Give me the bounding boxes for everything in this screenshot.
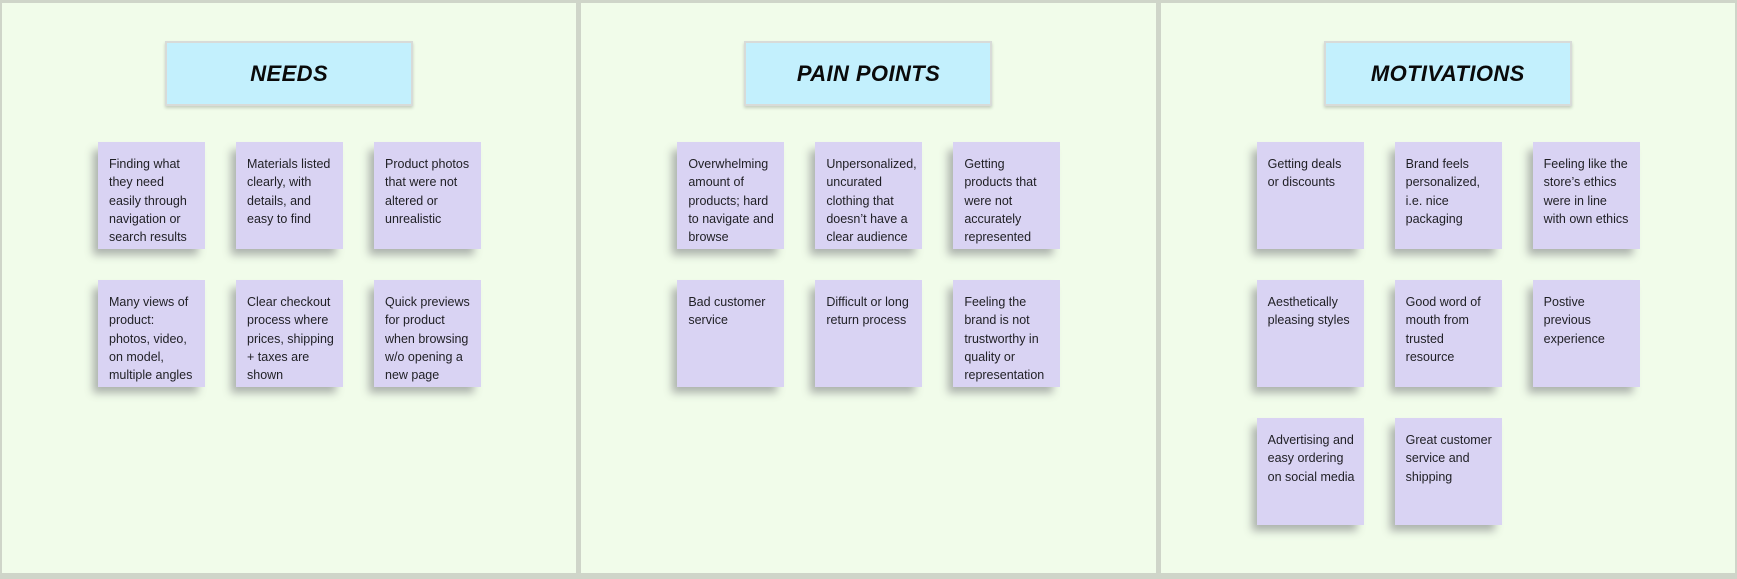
section-header-motivations[interactable]: MOTIVATIONS — [1323, 41, 1572, 106]
section-header-pain-points[interactable]: PAIN POINTS — [744, 41, 993, 106]
sticky-note[interactable]: Overwhelming amount of products; hard to… — [677, 142, 785, 249]
sticky-note[interactable]: Materials listed clearly, with details, … — [236, 142, 343, 249]
section-needs: NEEDS Finding what they need easily thro… — [2, 3, 577, 573]
sticky-note[interactable]: Advertising and easy ordering on social … — [1256, 418, 1364, 525]
pain-points-notes-grid: Overwhelming amount of products; hard to… — [677, 142, 1061, 387]
sticky-note[interactable]: Unpersonalized, uncurated clothing that … — [815, 142, 923, 249]
motivations-notes-grid: Getting deals or discounts Brand feels p… — [1256, 142, 1640, 525]
sticky-note[interactable]: Finding what they need easily through na… — [98, 142, 205, 249]
sticky-note[interactable]: Great customer service and shipping — [1394, 418, 1502, 525]
sticky-note[interactable]: Bad customer service — [677, 280, 785, 387]
sticky-note[interactable]: Difficult or long return process — [815, 280, 923, 387]
section-motivations: MOTIVATIONS Getting deals or discounts B… — [1160, 3, 1735, 573]
sticky-note[interactable]: Feeling the brand is not trustworthy in … — [953, 280, 1061, 387]
section-header-needs[interactable]: NEEDS — [165, 41, 414, 106]
section-pain-points: PAIN POINTS Overwhelming amount of produ… — [581, 3, 1156, 573]
sticky-note[interactable]: Good word of mouth from trusted resource — [1394, 280, 1502, 387]
sticky-note[interactable]: Product photos that were not altered or … — [374, 142, 481, 249]
sticky-note[interactable]: Aesthetically pleasing styles — [1256, 280, 1364, 387]
sticky-note[interactable]: Clear checkout process where prices, shi… — [236, 280, 343, 387]
needs-notes-grid: Finding what they need easily through na… — [98, 142, 481, 387]
sticky-note[interactable]: Brand feels personalized, i.e. nice pack… — [1394, 142, 1502, 249]
sticky-note[interactable]: Feeling like the store’s ethics were in … — [1532, 142, 1640, 249]
sticky-note[interactable]: Quick previews for product when browsing… — [374, 280, 481, 387]
sticky-note[interactable]: Many views of product: photos, video, on… — [98, 280, 205, 387]
section-title-needs: NEEDS — [250, 60, 329, 86]
section-title-motivations: MOTIVATIONS — [1370, 60, 1525, 86]
section-title-pain-points: PAIN POINTS — [796, 60, 941, 86]
sticky-note[interactable]: Getting deals or discounts — [1256, 142, 1364, 249]
sticky-note[interactable]: Getting products that were not accuratel… — [953, 142, 1061, 249]
sticky-note[interactable]: Postive previous experience — [1532, 280, 1640, 387]
